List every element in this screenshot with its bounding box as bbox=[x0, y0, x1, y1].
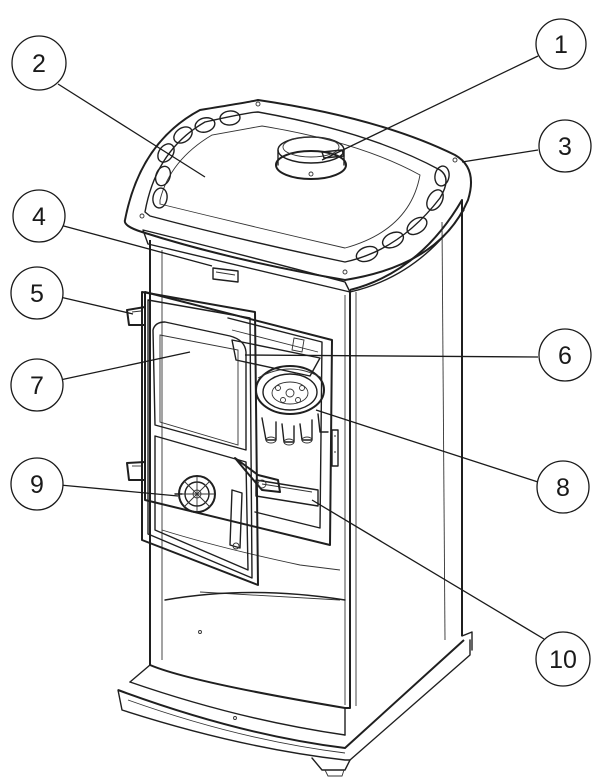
callout-label: 2 bbox=[32, 50, 46, 78]
stove-illustration bbox=[117, 99, 473, 777]
stove-door bbox=[126, 291, 281, 586]
flue-collar bbox=[275, 136, 347, 180]
leader-4 bbox=[59, 224, 213, 267]
leader-1 bbox=[321, 55, 539, 161]
callout-8: 8 bbox=[536, 460, 590, 514]
callout-label: 3 bbox=[558, 133, 572, 161]
callout-label: 6 bbox=[558, 342, 572, 370]
top-plate bbox=[123, 99, 472, 293]
callout-label: 4 bbox=[32, 203, 46, 231]
stove-base bbox=[117, 591, 473, 777]
callout-10: 10 bbox=[535, 631, 591, 687]
callout-label: 9 bbox=[30, 471, 44, 499]
leader-8 bbox=[315, 409, 539, 483]
callout-2: 2 bbox=[11, 35, 67, 91]
leader-5 bbox=[59, 296, 134, 315]
leader-lines bbox=[57, 55, 545, 640]
callout-3: 3 bbox=[538, 119, 592, 173]
callout-label: 10 bbox=[549, 646, 577, 674]
callout-6: 6 bbox=[538, 328, 592, 382]
air-slot bbox=[212, 267, 239, 283]
callout-7: 7 bbox=[10, 358, 64, 412]
callout-5: 5 bbox=[10, 266, 64, 320]
callout-label: 5 bbox=[30, 280, 44, 308]
callout-label: 7 bbox=[30, 372, 44, 400]
leader-2 bbox=[57, 83, 206, 178]
leader-10 bbox=[311, 499, 545, 640]
leader-6 bbox=[244, 354, 539, 358]
callout-4: 4 bbox=[12, 189, 66, 243]
callout-1: 1 bbox=[535, 18, 587, 70]
callout-label: 1 bbox=[554, 31, 568, 59]
leader-9 bbox=[59, 484, 179, 497]
leader-3 bbox=[461, 149, 539, 163]
callout-label: 8 bbox=[556, 474, 570, 502]
leader-7 bbox=[59, 351, 191, 381]
firebox bbox=[144, 291, 339, 546]
stove-body bbox=[149, 199, 463, 709]
callout-9: 9 bbox=[10, 457, 64, 511]
